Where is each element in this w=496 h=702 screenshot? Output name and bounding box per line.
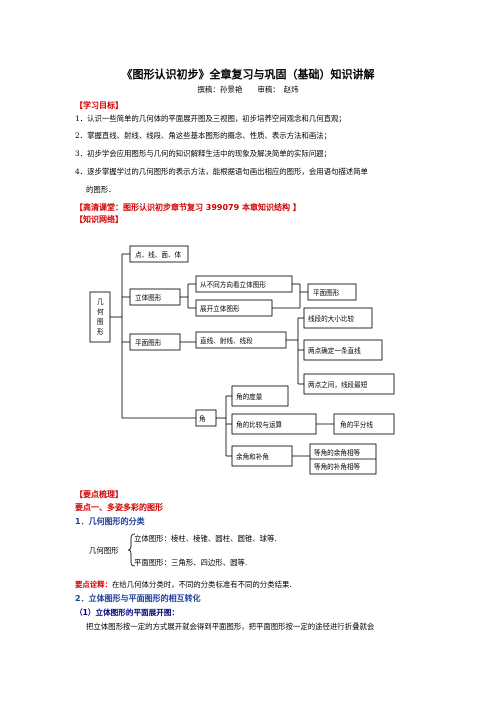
label-view-solid: 从不同方向看立体图形 [200, 280, 266, 289]
keypoints-heading: 【要点梳理】 [75, 490, 123, 499]
objective-item: 1．认识一些简单的几何体的平面展开图及三视图，初步培养空间观念和几何直观； [75, 114, 346, 123]
classify-plane: 平面图形：三角形、四边形、圆等. [134, 558, 248, 567]
sub1-title: 1．几何图形的分类 [75, 517, 145, 526]
label-equal-complement: 等角的余角相等 [314, 448, 361, 457]
label-two-points-line: 两点确定一条直线 [308, 346, 361, 355]
root-char: 形 [97, 328, 104, 336]
label-angle: 角 [199, 414, 206, 423]
note-label: 要点诠释： [75, 580, 112, 589]
root-char: 几 [97, 298, 104, 306]
document-authors: 撰稿：孙景艳 审稿： 赵炜 [197, 85, 299, 94]
label-bisector: 角的平分线 [340, 420, 373, 429]
box-two-points-line [303, 339, 383, 361]
note-text: 在给几何体分类时，不同的分类标准有不同的分类结果. [111, 580, 292, 589]
objective-item: 3．初步学会应用图形与几何的知识解释生活中的现象及解决简单的实际问题； [75, 149, 331, 158]
label-comp-supp: 余角和补角 [236, 452, 269, 461]
label-unfold-solid: 展开立体图形 [200, 304, 240, 313]
box-plane-view [307, 283, 357, 301]
box-bisector [333, 413, 395, 435]
root-char: 图 [97, 318, 104, 326]
body-line: 把立体图形按一定的方式展开就会得到平面图形，把平面图形按一定的途径进行折叠就会 [86, 622, 375, 631]
objective-item: 的图形． [86, 185, 116, 194]
objective-item: 2．掌握直线、射线、线段、角这些基本图形的概念、性质、表示方法和画法； [75, 131, 331, 140]
sub2-1-title: （1）立体图形的平面展开图： [75, 608, 180, 617]
classify-brace [128, 533, 136, 567]
document-title: 《图形认识初步》全章复习与巩固（基础）知识讲解 [121, 68, 375, 81]
label-compare-angles: 角的比较与运算 [236, 420, 283, 429]
note-line: 要点诠释：在给几何体分类时，不同的分类标准有不同的分类结果. [75, 579, 292, 590]
box-point-line [129, 245, 189, 263]
box-compare-segments [303, 307, 373, 329]
label-measure: 角的度量 [236, 392, 263, 401]
label-equal-supplement: 等角的补角相等 [314, 462, 361, 471]
label-plane-view: 平面图形 [313, 289, 340, 297]
label-shortest: 两点之间，线段最短 [308, 380, 368, 389]
classroom-link[interactable]: 【高清课堂：图形认识初步章节复习 399079 本章知识结构 】 [75, 203, 301, 212]
box-measure [231, 385, 289, 407]
root-char: 何 [97, 307, 104, 316]
sub2-title: 2．立体图形与平面图形的相互转化 [75, 594, 201, 603]
classify-solid: 立体图形：棱柱、棱锥、圆柱、圆锥、球等. [134, 534, 277, 543]
network-heading: 【知识网络】 [75, 215, 123, 224]
label-solid: 立体图形 [135, 293, 162, 302]
objectives-heading: 【学习目标】 [75, 101, 123, 110]
point1-title: 要点一、多姿多彩的图形 [75, 503, 163, 512]
label-point-line: 点、线、面、体 [135, 250, 182, 259]
objective-item: 4．逐步掌握学过的几何图形的表示方法，能根据语句画出相应的图形，会用语句描述简单 [75, 167, 368, 176]
label-lines: 直线、射线、线段 [200, 336, 253, 345]
classify-label: 几何图形 [89, 546, 119, 555]
box-shortest [303, 373, 395, 395]
label-compare-segments: 线段的大小比较 [308, 314, 355, 323]
label-plane: 平面图形 [135, 339, 162, 347]
